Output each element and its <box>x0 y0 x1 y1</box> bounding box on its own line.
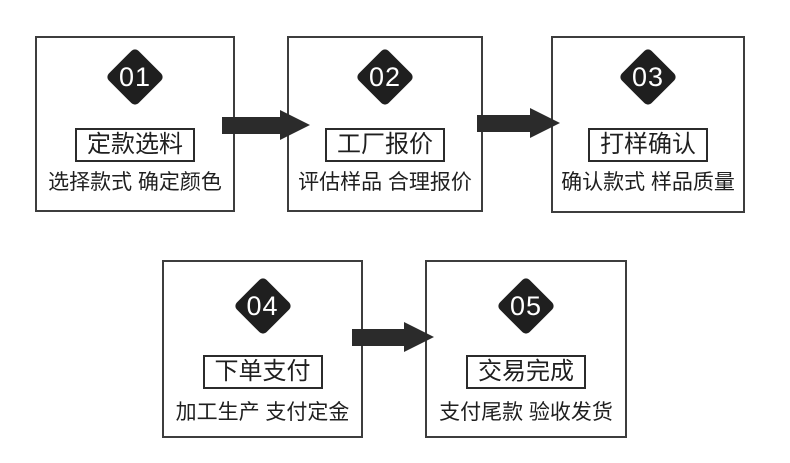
arrow-right-icon <box>477 108 560 138</box>
step-title: 定款选料 <box>75 128 195 162</box>
arrow-shaft <box>477 114 530 132</box>
step-title: 打样确认 <box>588 128 708 162</box>
step-number-badge: 02 <box>355 47 415 107</box>
step-box-04: 04 下单支付 加工生产 支付定金 <box>162 260 363 438</box>
step-number-badge: 01 <box>105 47 165 107</box>
step-number-badge: 05 <box>496 276 556 336</box>
step-title: 下单支付 <box>202 355 323 389</box>
arrow-right-icon <box>352 322 434 352</box>
arrow-head <box>280 110 310 140</box>
step-box-05: 05 交易完成 支付尾款 验收发货 <box>425 260 627 438</box>
step-title: 交易完成 <box>466 355 586 389</box>
arrow-head <box>404 322 434 352</box>
step-subtitle: 加工生产 支付定金 <box>175 401 350 424</box>
arrow-right-icon <box>222 110 310 140</box>
step-number-badge: 03 <box>618 47 678 107</box>
step-number: 03 <box>631 61 665 92</box>
step-number-badge: 04 <box>232 276 293 336</box>
step-subtitle: 支付尾款 验收发货 <box>439 401 613 424</box>
step-box-02: 02 工厂报价 评估样品 合理报价 <box>287 36 483 212</box>
arrow-shaft <box>352 328 404 346</box>
arrow-shaft <box>222 116 280 134</box>
step-box-03: 03 打样确认 确认款式 样品质量 <box>551 36 745 213</box>
arrow-head <box>530 108 560 138</box>
step-subtitle: 选择款式 确定颜色 <box>48 171 222 194</box>
step-number: 01 <box>118 61 152 92</box>
step-box-01: 01 定款选料 选择款式 确定颜色 <box>35 36 235 212</box>
step-number: 05 <box>509 290 543 321</box>
step-title: 工厂报价 <box>325 128 445 162</box>
step-number: 04 <box>246 290 279 321</box>
step-subtitle: 确认款式 样品质量 <box>561 171 735 194</box>
step-number: 02 <box>368 61 402 92</box>
step-subtitle: 评估样品 合理报价 <box>298 171 472 194</box>
